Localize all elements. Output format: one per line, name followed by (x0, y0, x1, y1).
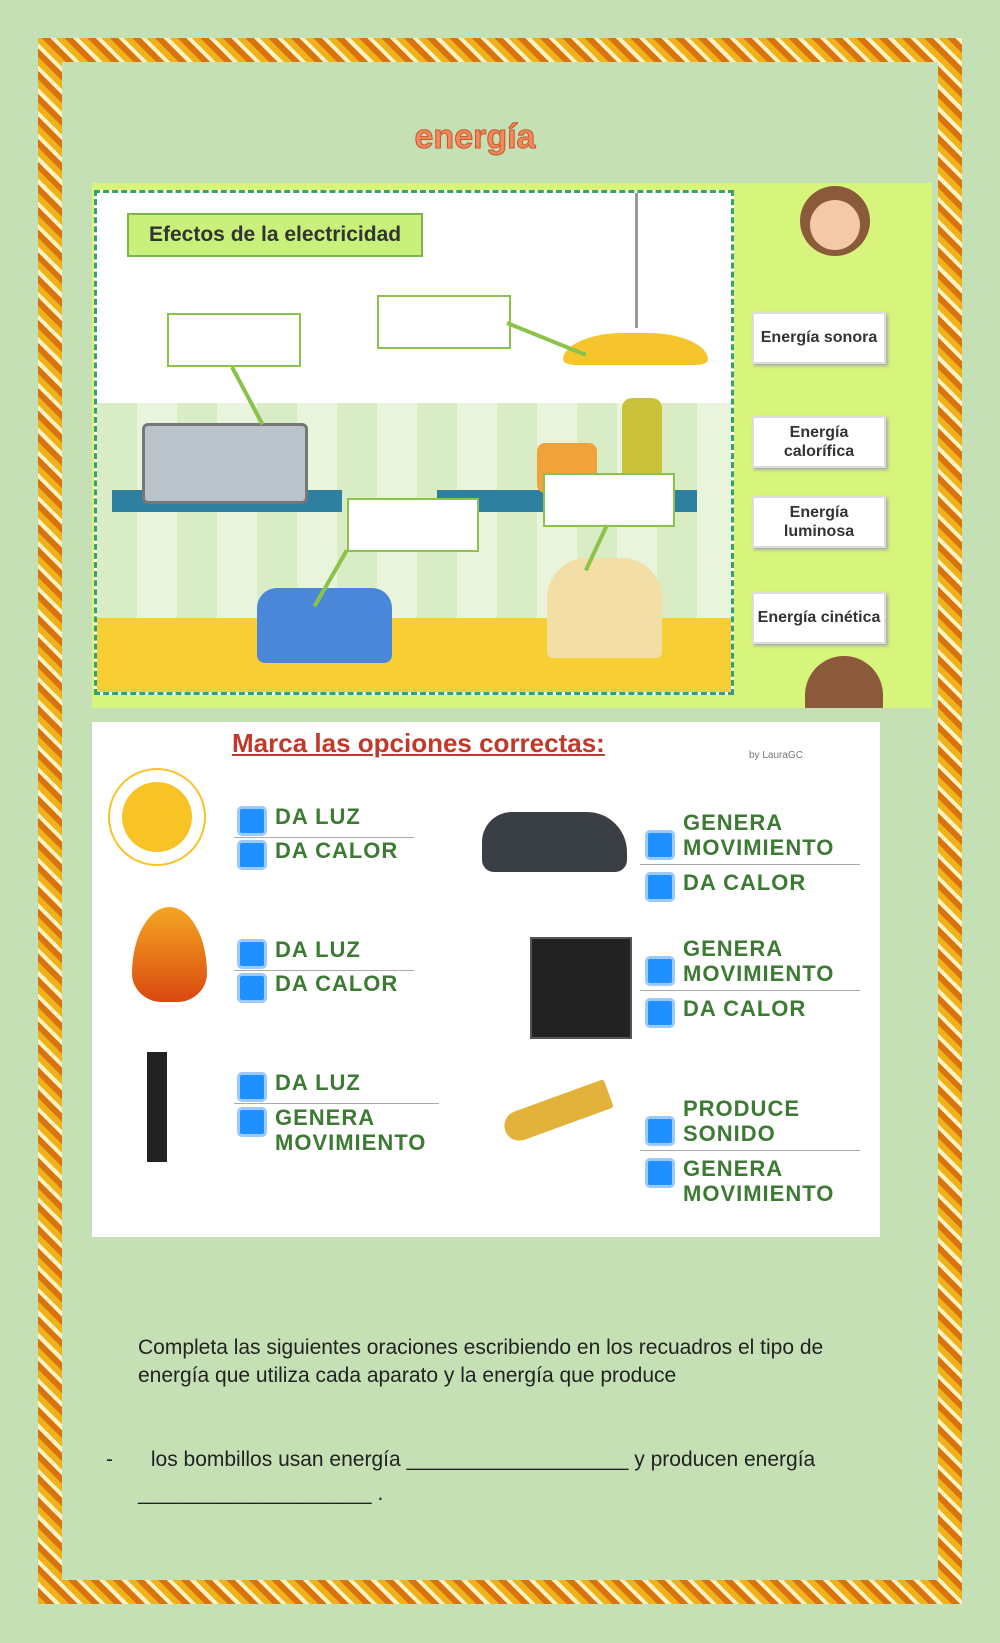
instructions: Completa las siguientes oraciones escrib… (138, 1336, 824, 1388)
drop-box-mixer[interactable] (543, 473, 675, 527)
checkbox[interactable] (645, 1116, 675, 1146)
divider (234, 1103, 439, 1104)
option[interactable]: DA CALOR (645, 870, 806, 902)
drop-box-lamp[interactable] (377, 295, 511, 349)
drop-box-radio[interactable] (167, 313, 301, 367)
option[interactable]: PRODUCE SONIDO (645, 1096, 865, 1147)
bullet: - (106, 1448, 113, 1471)
option[interactable]: DA LUZ (237, 804, 361, 836)
option[interactable]: GENERA MOVIMIENTO (237, 1105, 452, 1156)
option[interactable]: GENERA MOVIMIENTO (645, 1156, 865, 1207)
checkbox[interactable] (237, 1072, 267, 1102)
drop-box-toaster[interactable] (347, 498, 479, 552)
option[interactable]: DA CALOR (237, 838, 398, 870)
scene-title: Efectos de la electricidad (127, 213, 424, 257)
divider (234, 970, 414, 971)
option[interactable]: GENERA MOVIMIENTO (645, 936, 865, 987)
lamp-cord (635, 193, 638, 328)
checkbox[interactable] (237, 973, 267, 1003)
label-energia-cinetica[interactable]: Energía cinética (752, 592, 886, 644)
divider (640, 1150, 860, 1151)
sentence-part2: y producen energía (634, 1448, 816, 1471)
checkbox[interactable] (645, 1158, 675, 1188)
desk-lamp-icon (147, 1052, 167, 1162)
quiz-title: Marca las opciones correctas: (232, 728, 605, 758)
oven-icon (530, 937, 632, 1039)
fire-icon (132, 907, 207, 1002)
ceiling-lamp-icon (563, 333, 708, 365)
option[interactable]: GENERA MOVIMIENTO (645, 810, 865, 861)
mixer-icon (547, 558, 662, 658)
checkbox[interactable] (645, 830, 675, 860)
blank-input-1[interactable]: ___________________ (406, 1448, 629, 1471)
sentence-end: . (377, 1481, 384, 1505)
divider (640, 864, 860, 865)
page-title: energía (414, 118, 536, 157)
credit: by LauraGC (749, 750, 803, 761)
leader-line (506, 321, 587, 357)
blank-input-2[interactable]: ____________________ (138, 1481, 372, 1505)
option[interactable]: DA LUZ (237, 1070, 361, 1102)
option[interactable]: DA CALOR (645, 996, 806, 1028)
toaster-icon (257, 588, 392, 663)
option[interactable]: DA LUZ (237, 937, 361, 969)
trumpet-icon (500, 1079, 614, 1145)
checkbox[interactable] (237, 939, 267, 969)
checkbox[interactable] (237, 806, 267, 836)
sun-icon (122, 782, 192, 852)
car-icon (482, 812, 627, 872)
divider (640, 990, 860, 991)
quiz-panel: Marca las opciones correctas: by LauraGC… (92, 722, 880, 1237)
checkbox[interactable] (237, 840, 267, 870)
radio-icon (142, 423, 308, 504)
checkbox[interactable] (645, 872, 675, 902)
fill-sentence: - los bombillos usan energía ___________… (106, 1443, 866, 1510)
label-energia-calorifica[interactable]: Energía calorífica (752, 416, 886, 468)
checkbox[interactable] (645, 956, 675, 986)
option[interactable]: DA CALOR (237, 971, 398, 1003)
label-energia-luminosa[interactable]: Energía luminosa (752, 496, 886, 548)
checkbox[interactable] (645, 998, 675, 1028)
divider (234, 837, 414, 838)
kitchen-scene: Efectos de la electricidad (94, 190, 734, 695)
avatar-top (800, 186, 870, 256)
checkbox[interactable] (237, 1107, 267, 1137)
avatar-face (810, 200, 860, 250)
label-energia-sonora[interactable]: Energía sonora (752, 312, 886, 364)
sentence-part1: los bombillos usan energía (150, 1448, 401, 1471)
